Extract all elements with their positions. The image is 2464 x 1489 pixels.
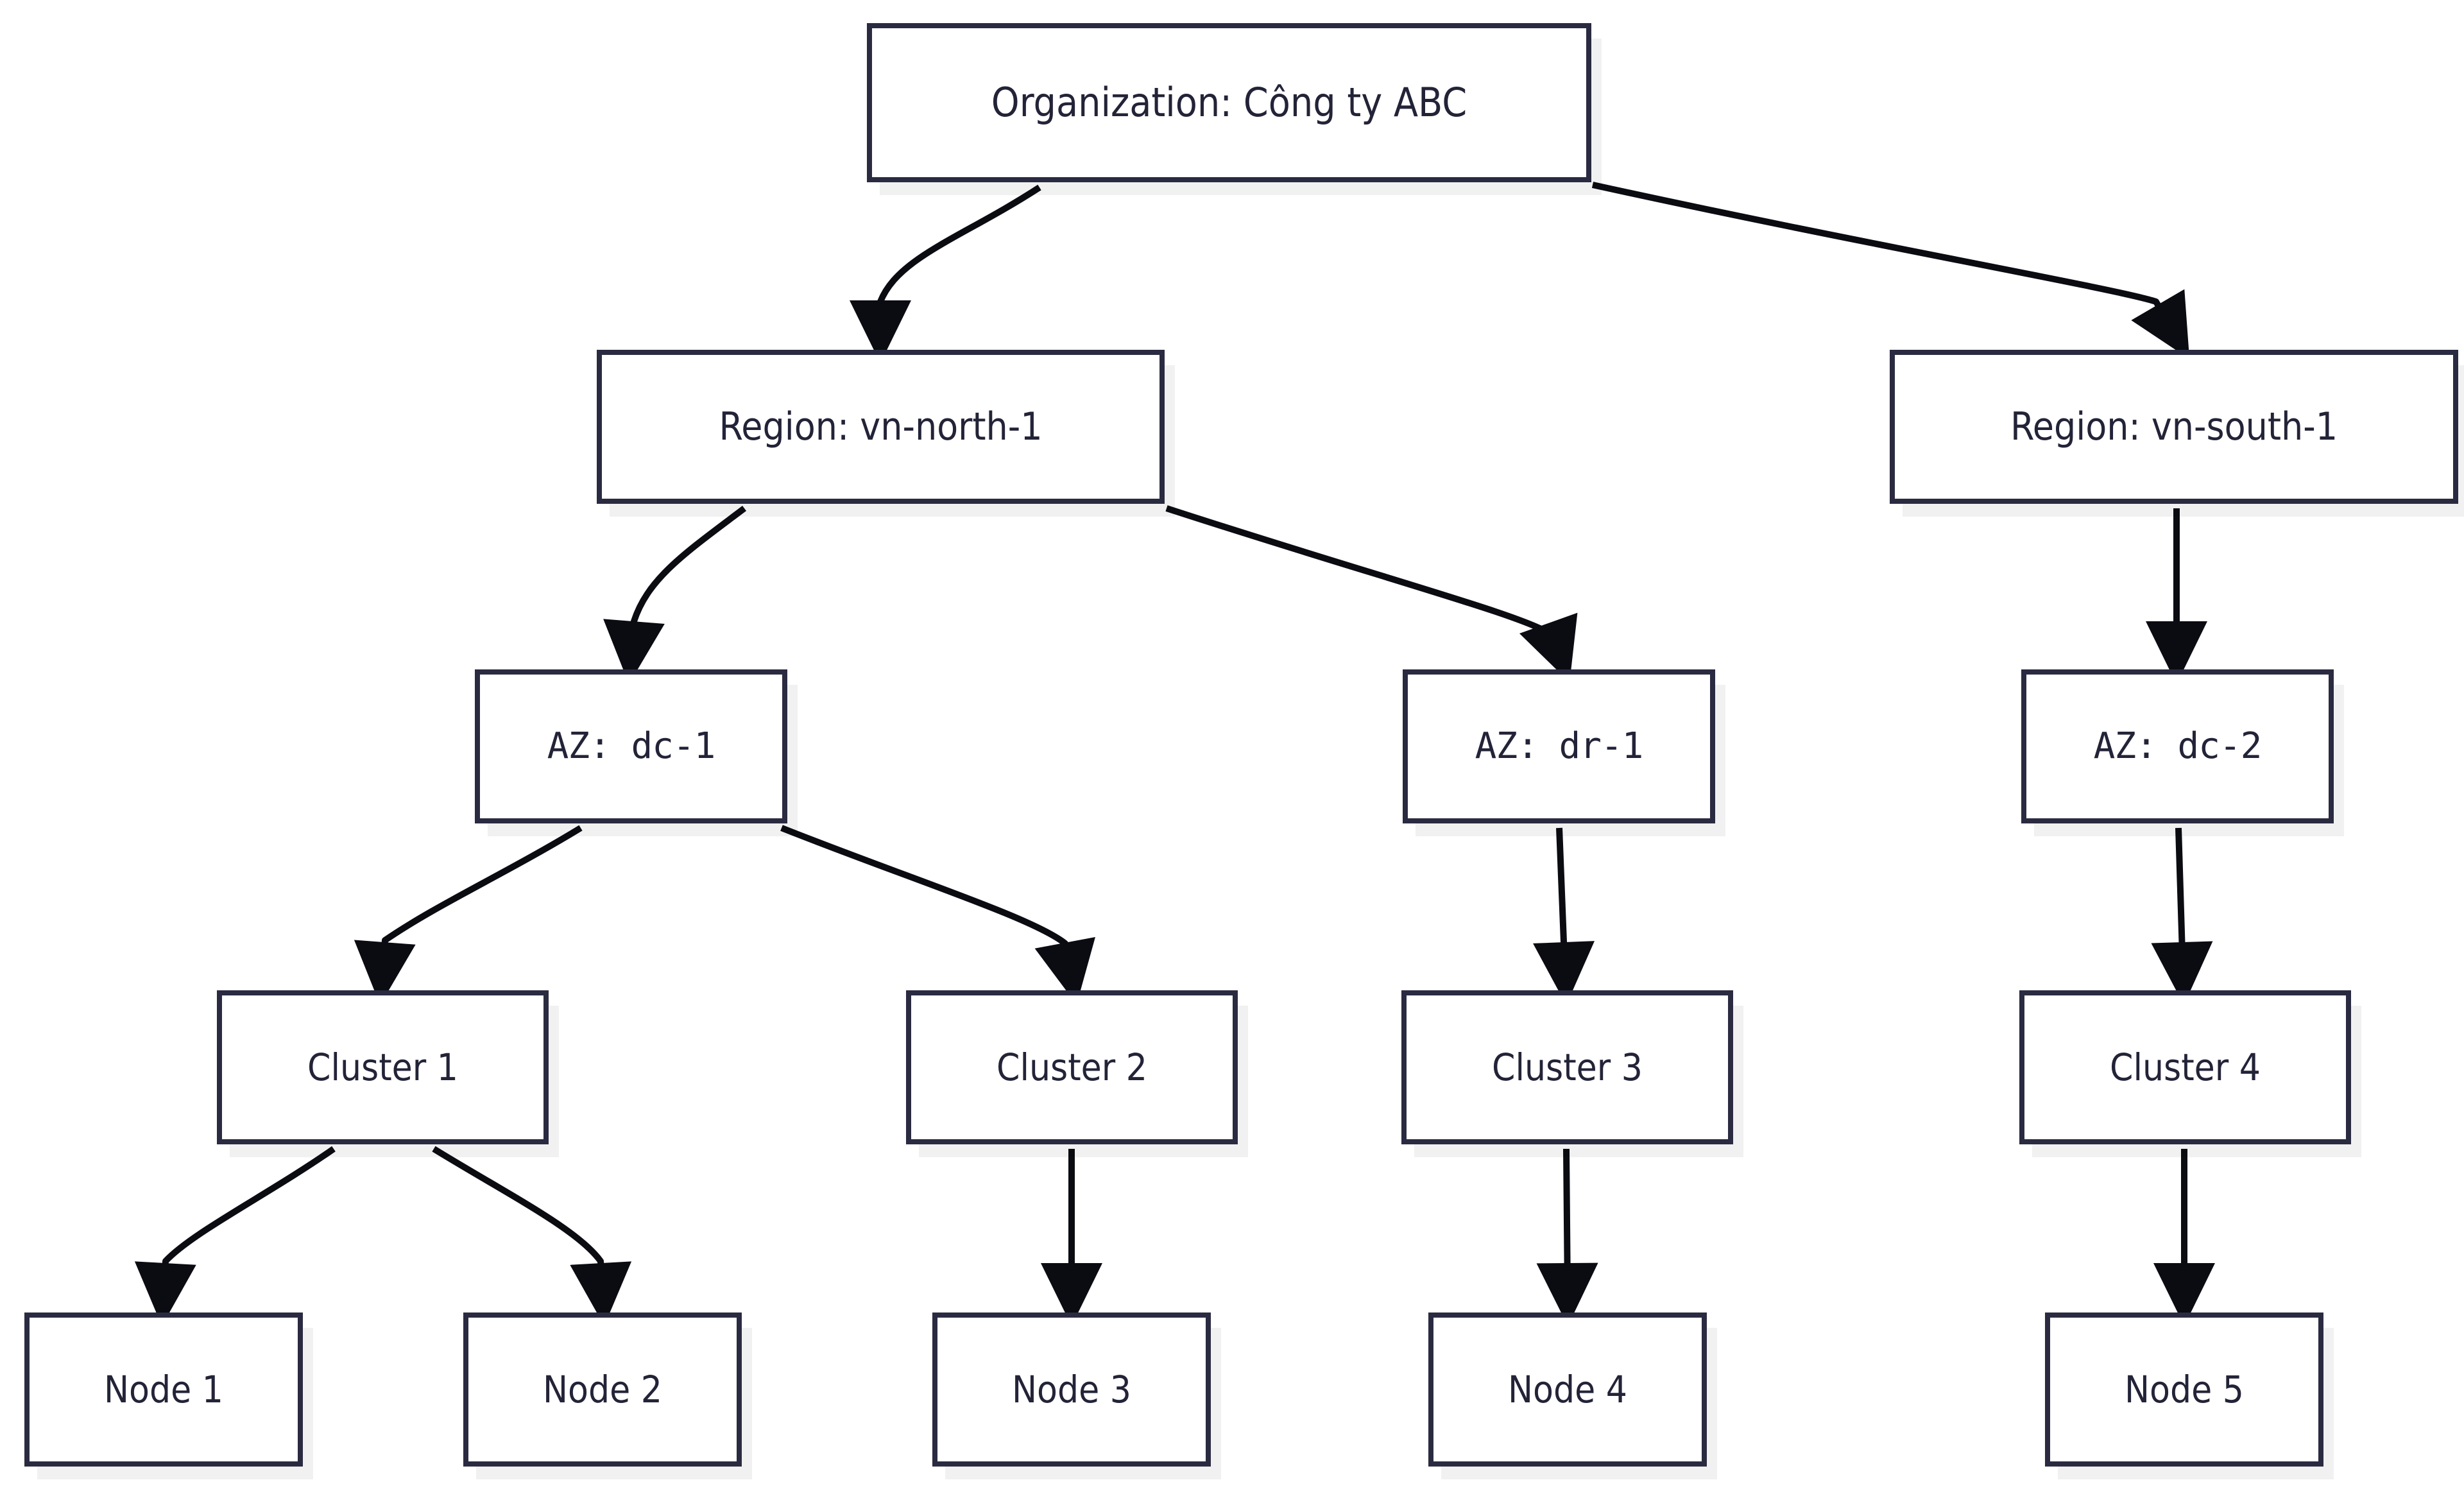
edge-cluster3-to-node4 bbox=[1536, 1148, 1598, 1326]
node-label-node3: Node 3 bbox=[1012, 1367, 1131, 1411]
node-label-cluster4: Cluster 4 bbox=[2110, 1045, 2261, 1089]
node-label-node2: Node 2 bbox=[543, 1367, 662, 1411]
node-node1[interactable]: Node 1 bbox=[24, 1313, 303, 1467]
node-label-cluster3: Cluster 3 bbox=[1492, 1045, 1643, 1089]
node-label-region1: Region: vn-north-1 bbox=[719, 404, 1043, 449]
node-label-node5: Node 5 bbox=[2125, 1367, 2244, 1411]
edge-az3-to-cluster4 bbox=[2151, 827, 2213, 1005]
node-node3[interactable]: Node 3 bbox=[932, 1313, 1211, 1467]
edge-org-to-region2 bbox=[1591, 182, 2190, 359]
edge-org-to-region1 bbox=[850, 184, 1041, 364]
node-label-org: Organization: Công ty ABC bbox=[991, 79, 1467, 126]
node-az3[interactable]: AZ: dc-2 bbox=[2021, 669, 2334, 823]
node-org[interactable]: Organization: Công ty ABC bbox=[867, 23, 1591, 182]
node-label-cluster1: Cluster 1 bbox=[307, 1045, 458, 1089]
node-node4[interactable]: Node 4 bbox=[1428, 1313, 1707, 1467]
node-label-region2: Region: vn-south-1 bbox=[2010, 404, 2338, 449]
edge-region1-to-az1 bbox=[603, 506, 747, 684]
edge-az2-to-cluster3 bbox=[1533, 827, 1595, 1005]
edge-paths bbox=[134, 182, 2215, 1327]
node-cluster4[interactable]: Cluster 4 bbox=[2019, 990, 2351, 1144]
node-region2[interactable]: Region: vn-south-1 bbox=[1890, 350, 2458, 504]
node-region1[interactable]: Region: vn-north-1 bbox=[597, 350, 1165, 504]
node-node5[interactable]: Node 5 bbox=[2045, 1313, 2323, 1467]
edge-region1-to-az2 bbox=[1165, 505, 1578, 683]
node-cluster3[interactable]: Cluster 3 bbox=[1401, 990, 1733, 1144]
edge-az1-to-cluster2 bbox=[780, 825, 1095, 1005]
edge-az1-to-cluster1 bbox=[354, 825, 583, 1005]
node-az1[interactable]: AZ: dc-1 bbox=[475, 669, 787, 823]
node-label-node4: Node 4 bbox=[1508, 1367, 1627, 1411]
node-label-node1: Node 1 bbox=[104, 1367, 223, 1411]
edge-cluster1-to-node1 bbox=[134, 1146, 336, 1326]
node-az2[interactable]: AZ: dr-1 bbox=[1403, 669, 1715, 823]
node-cluster2[interactable]: Cluster 2 bbox=[906, 990, 1238, 1144]
node-label-az1: AZ: dc-1 bbox=[547, 725, 716, 767]
node-node2[interactable]: Node 2 bbox=[463, 1313, 742, 1467]
edge-cluster1-to-node2 bbox=[432, 1146, 632, 1326]
node-label-az2: AZ: dr-1 bbox=[1475, 725, 1644, 767]
node-cluster1[interactable]: Cluster 1 bbox=[217, 990, 549, 1144]
node-label-az3: AZ: dc-2 bbox=[2093, 725, 2263, 767]
node-label-cluster2: Cluster 2 bbox=[997, 1045, 1147, 1089]
